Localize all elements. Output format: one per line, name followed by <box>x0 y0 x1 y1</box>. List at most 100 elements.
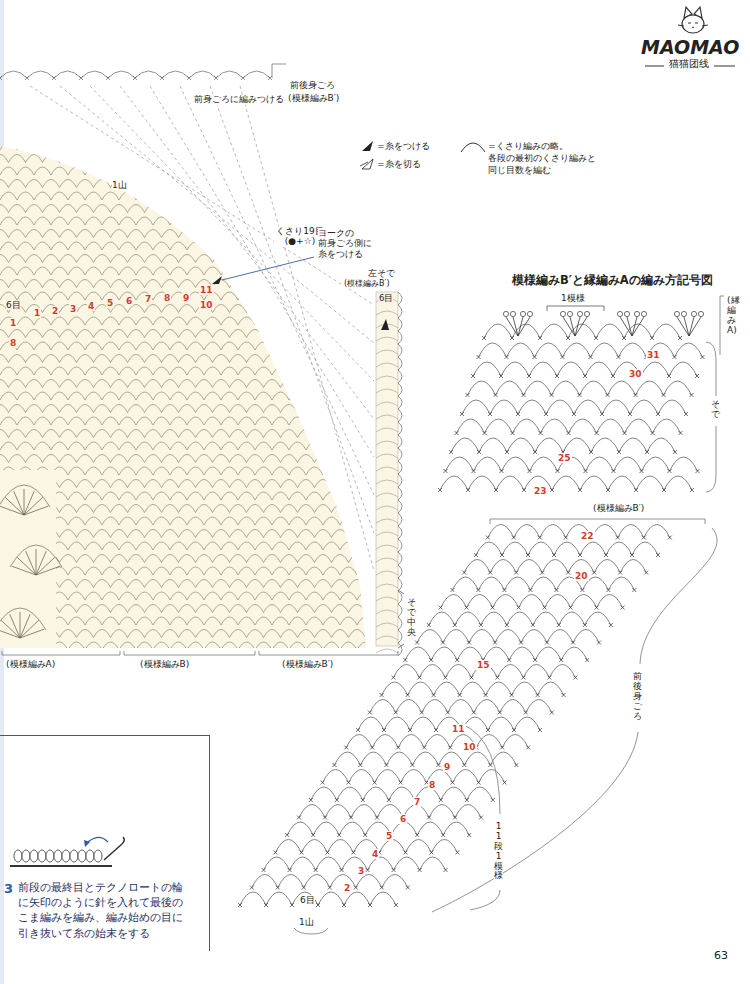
single-crochet-marks <box>486 536 672 540</box>
stitch <box>30 850 38 862</box>
single-crochet-marks <box>368 711 554 715</box>
single-crochet-marks <box>471 374 699 378</box>
chain-row <box>0 392 374 400</box>
join-guide <box>30 86 374 305</box>
sleeve-chart <box>0 142 383 650</box>
part-label: そで <box>711 400 720 420</box>
cluster-stitch <box>677 317 701 336</box>
shell-motif <box>0 612 44 638</box>
chain-row <box>473 362 697 376</box>
join-guide <box>150 86 374 457</box>
arrow <box>86 837 108 844</box>
picot <box>510 311 515 316</box>
part-label: そで中央 <box>407 598 416 638</box>
row-number: 2 <box>343 883 351 893</box>
chain-row <box>0 542 374 550</box>
row-number: 9 <box>443 762 451 772</box>
chain-row <box>0 417 374 425</box>
part-label: 左そで <box>368 268 395 278</box>
part-label: (模様編みB′) <box>288 93 339 103</box>
single-crochet-marks <box>403 658 589 662</box>
chain-row <box>0 455 383 463</box>
row-number: 4 <box>371 849 379 859</box>
shell-arc <box>0 485 50 507</box>
chart-ground <box>0 146 366 648</box>
row-number: 23 <box>533 486 548 496</box>
chain-row <box>457 419 681 433</box>
arrowhead <box>84 840 90 847</box>
chain-row <box>0 142 374 150</box>
row-number: 25 <box>557 453 572 463</box>
chain-row <box>0 217 374 225</box>
chain-row <box>334 752 516 765</box>
shell-arc <box>10 545 62 567</box>
row-number: 8 <box>428 780 436 790</box>
chain-row <box>0 492 374 500</box>
stitch <box>62 850 70 862</box>
stitch-count: 1山 <box>112 180 127 190</box>
shell-arc <box>0 608 46 630</box>
cluster-stitch <box>563 317 587 336</box>
chain-row <box>0 530 383 538</box>
stitch <box>78 850 86 862</box>
single-crochet-marks <box>332 763 518 767</box>
picot <box>567 311 572 316</box>
chain-row <box>358 717 540 730</box>
page-number: 63 <box>714 950 728 963</box>
row-number: 4 <box>87 301 95 311</box>
chain-row <box>0 380 383 388</box>
chain-row <box>405 647 587 660</box>
chain-row <box>468 381 692 395</box>
row-number: 5 <box>106 298 114 308</box>
picot <box>691 311 696 316</box>
single-crochet-marks <box>250 886 410 890</box>
single-crochet-marks <box>439 606 625 610</box>
chain-row <box>264 857 446 870</box>
chain-row <box>484 324 680 338</box>
chain-row <box>0 442 374 450</box>
note-text: ヨークの 前身ごろ側に 糸をつける <box>318 228 380 259</box>
picot <box>503 311 508 316</box>
section-label: (模様編みA) <box>6 659 55 669</box>
pattern-brace <box>490 519 705 524</box>
single-crochet-marks <box>477 355 705 359</box>
row-number: 6 <box>125 296 133 306</box>
note-text: 前身ごろに編みつける <box>194 95 284 105</box>
picot <box>584 311 589 316</box>
row-number: 3 <box>357 866 365 876</box>
leader-line <box>222 257 314 280</box>
picot <box>520 311 525 316</box>
row-number: 10 <box>199 300 214 310</box>
chain-row <box>0 580 383 588</box>
picot <box>681 311 686 316</box>
center-bracket <box>398 590 404 648</box>
picot <box>527 311 532 316</box>
section-label: (模様編みB) <box>140 659 189 669</box>
single-crochet-marks <box>444 469 700 473</box>
chain-row <box>0 267 374 275</box>
single-crochet-marks <box>460 412 688 416</box>
chain-row <box>0 192 374 200</box>
part-label: 前後身ごろ <box>290 80 335 90</box>
body-edge-marks <box>0 76 272 80</box>
chain-row <box>0 617 374 625</box>
cat-head <box>682 15 704 33</box>
row-number: 22 <box>580 531 595 541</box>
part-label: (縁編みA) <box>727 296 736 336</box>
section-brackets <box>2 651 398 655</box>
single-crochet-marks <box>309 798 495 802</box>
repeat-brace <box>462 724 500 910</box>
chain-row <box>451 438 675 452</box>
single-crochet-marks <box>415 641 601 645</box>
chain-row <box>0 317 374 325</box>
chain-row <box>452 577 634 590</box>
single-crochet-marks <box>438 488 694 492</box>
stitch-count: 6目 <box>6 300 21 310</box>
stitch-illustration <box>0 736 210 876</box>
body-edge-row <box>0 71 270 78</box>
chain-row <box>382 682 564 695</box>
chain-row <box>429 612 611 625</box>
join-guide <box>60 86 374 343</box>
row-number: 5 <box>385 831 393 841</box>
picot <box>634 311 639 316</box>
